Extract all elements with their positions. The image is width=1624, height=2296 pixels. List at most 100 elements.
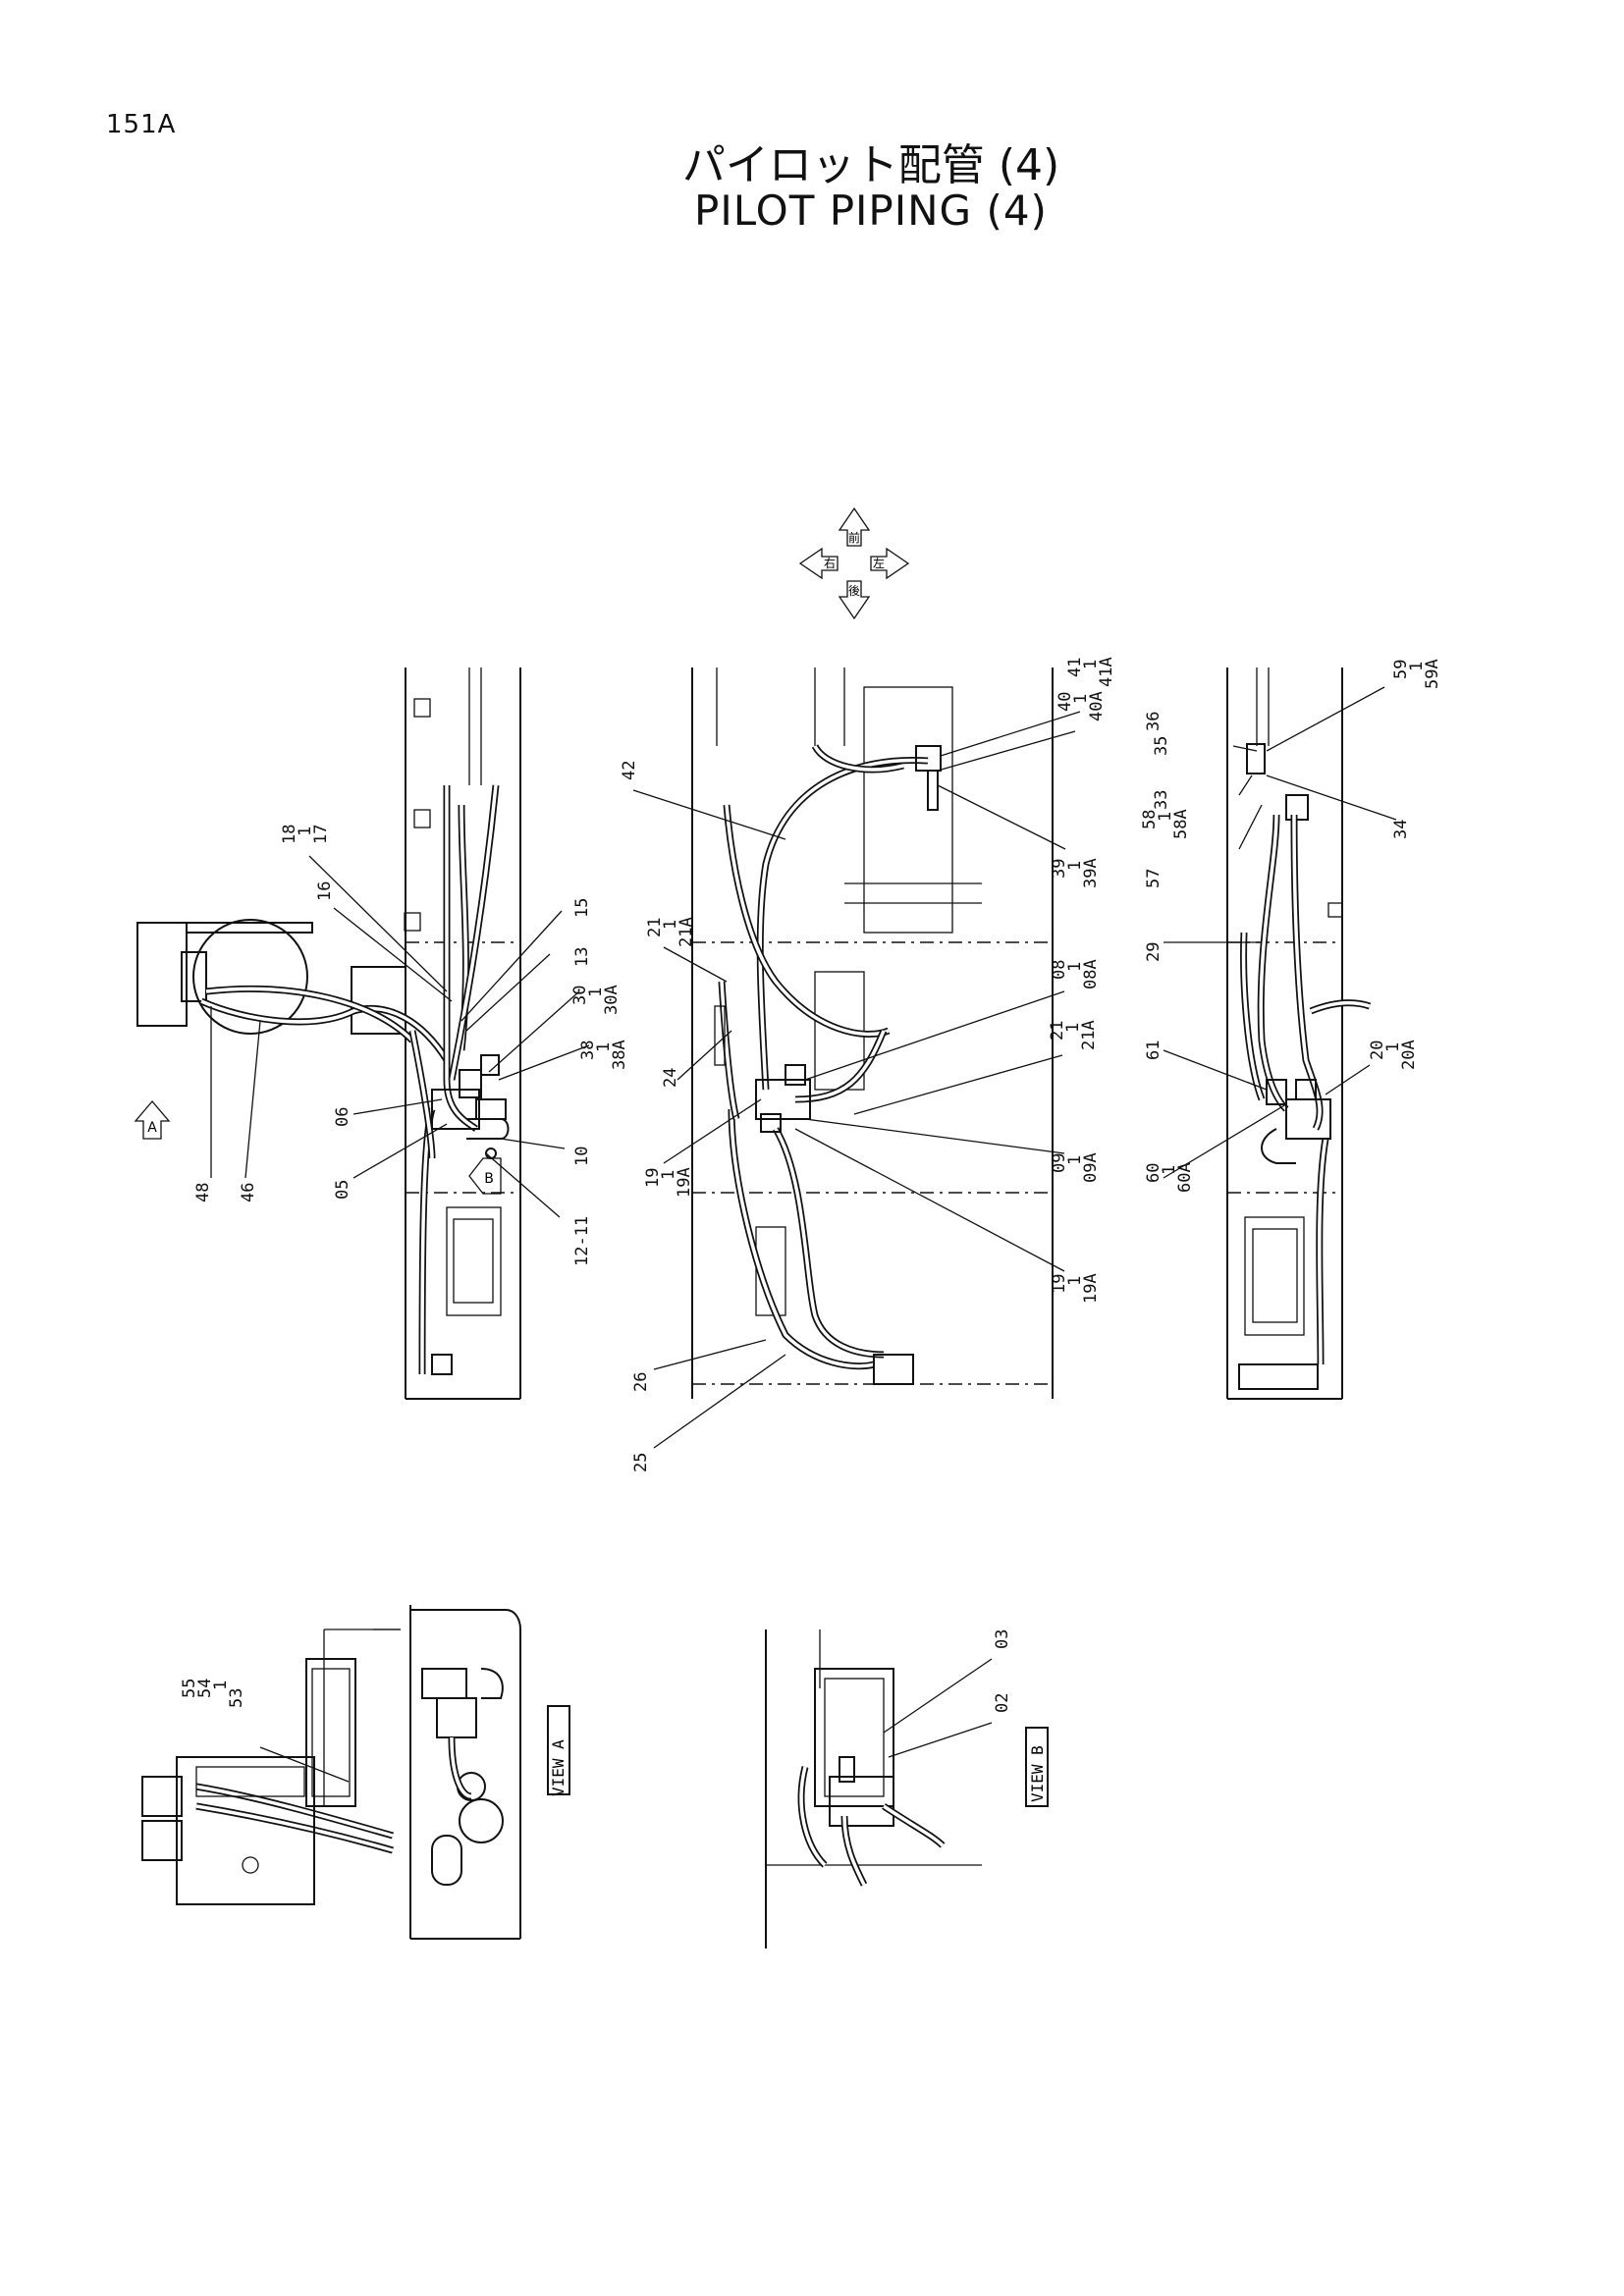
callout: 20A	[1399, 1040, 1419, 1070]
callout: 1	[1160, 1165, 1179, 1175]
callout: 40A	[1087, 691, 1107, 721]
callout: 61	[1144, 1041, 1164, 1060]
callout: 05	[333, 1180, 352, 1200]
callout: 41A	[1097, 657, 1116, 687]
center-frame-drawing	[691, 667, 1054, 1399]
callout: 20	[1368, 1041, 1387, 1060]
callout: 39	[1050, 859, 1069, 879]
callout: 1	[1065, 1276, 1085, 1286]
callout: 59A	[1423, 659, 1442, 689]
callout: 57	[1144, 869, 1164, 888]
left-frame-drawing: B A	[134, 667, 521, 1400]
view-a-callouts: 55 54 1 53	[180, 1679, 246, 1708]
callout: 19A	[675, 1167, 694, 1198]
callout: 48	[193, 1183, 213, 1202]
callout: 59	[1391, 660, 1411, 679]
callout: 30	[570, 986, 590, 1005]
callout: 42	[620, 761, 639, 780]
callout: 1	[211, 1681, 231, 1690]
callout: 1	[586, 988, 606, 997]
callout: 24	[661, 1068, 680, 1088]
center-leader-lines	[632, 711, 1081, 1449]
callout: 55	[180, 1679, 199, 1698]
direction-rear: 後	[848, 584, 860, 598]
callout: 13	[572, 947, 592, 967]
callout: 1	[594, 1042, 614, 1052]
callout: 12-11	[572, 1216, 592, 1266]
page-number: 151A	[106, 110, 177, 139]
callout: 53	[227, 1688, 246, 1708]
callout: 08A	[1081, 959, 1101, 989]
view-a-drawing: VIEW A	[141, 1605, 570, 1940]
callout: 1	[1081, 660, 1101, 669]
view-b-label: VIEW B	[1028, 1745, 1047, 1802]
view-a-marker: A	[147, 1120, 157, 1136]
callout: 15	[572, 898, 592, 918]
callout: 06	[333, 1107, 352, 1127]
callout: 18	[280, 825, 299, 844]
callout: 36	[1144, 712, 1164, 731]
callout: 60A	[1175, 1162, 1195, 1193]
callout: 46	[239, 1183, 258, 1202]
callout: 21	[645, 918, 665, 937]
callout: 35	[1152, 736, 1171, 756]
callout: 10	[572, 1147, 592, 1166]
callout: 26	[631, 1372, 651, 1392]
callout: 38	[578, 1041, 598, 1060]
callout: 30A	[602, 985, 622, 1015]
callout: 1	[1065, 861, 1085, 871]
callout: 03	[993, 1629, 1012, 1649]
right-leader-lines	[1163, 686, 1397, 1179]
direction-indicator: 前 後 右 左	[798, 507, 910, 620]
center-callouts: 42 41 1 41A 40 1 40A 39 1 39A 21 1 21A 0…	[620, 657, 1116, 1472]
right-frame-drawing	[1226, 667, 1372, 1400]
callout: 1	[1156, 812, 1175, 822]
callout: 08	[1050, 960, 1069, 980]
callout: 60	[1144, 1163, 1164, 1183]
right-callouts: 36 35 59 1 59A 58 1 58A 33 34 57 29 61 2…	[1140, 659, 1442, 1193]
callout: 1	[1383, 1042, 1403, 1052]
callout: 21A	[1079, 1020, 1099, 1050]
callout: 19	[643, 1168, 663, 1188]
view-a-label: VIEW A	[549, 1739, 568, 1796]
direction-left: 左	[873, 556, 885, 570]
callout: 1	[1071, 694, 1091, 704]
callout: 1	[296, 827, 315, 836]
callout: 58	[1140, 810, 1160, 829]
callout: 21	[1048, 1021, 1067, 1041]
callout: 58A	[1171, 809, 1191, 839]
callout: 16	[315, 881, 335, 901]
callout: 21A	[677, 917, 696, 947]
view-b-marker: B	[484, 1171, 494, 1187]
view-b-callouts: 03 02	[993, 1629, 1012, 1713]
callout: 33	[1152, 790, 1171, 810]
title-japanese: パイロット配管 (4)	[681, 140, 1060, 190]
callout: 29	[1144, 942, 1164, 962]
callout: 41	[1065, 658, 1085, 677]
callout: 1	[659, 1170, 678, 1180]
callout: 40	[1056, 692, 1075, 712]
callout: 25	[631, 1453, 651, 1472]
callout: 54	[195, 1679, 215, 1698]
callout: 09	[1050, 1153, 1069, 1173]
left-callouts: 18 1 17 16 15 13 30 1 30A 38 1 38A 06 05…	[193, 825, 629, 1266]
view-b-drawing: VIEW B	[765, 1629, 1049, 1949]
callout: 02	[993, 1693, 1012, 1713]
callout: 1	[1065, 962, 1085, 972]
callout: 39A	[1081, 858, 1101, 888]
callout: 19	[1050, 1274, 1069, 1294]
direction-right: 右	[824, 556, 836, 570]
callout: 1	[1407, 662, 1427, 671]
callout: 34	[1391, 820, 1411, 839]
direction-front: 前	[848, 530, 860, 545]
title-english: PILOT PIPING (4)	[694, 187, 1048, 235]
callout: 17	[311, 825, 331, 844]
callout: 1	[1063, 1023, 1083, 1033]
callout: 19A	[1081, 1273, 1101, 1304]
callout: 09A	[1081, 1152, 1101, 1183]
left-leader-lines	[210, 855, 590, 1218]
callout: 38A	[610, 1040, 629, 1070]
callout: 1	[1065, 1155, 1085, 1165]
callout: 1	[661, 920, 680, 930]
